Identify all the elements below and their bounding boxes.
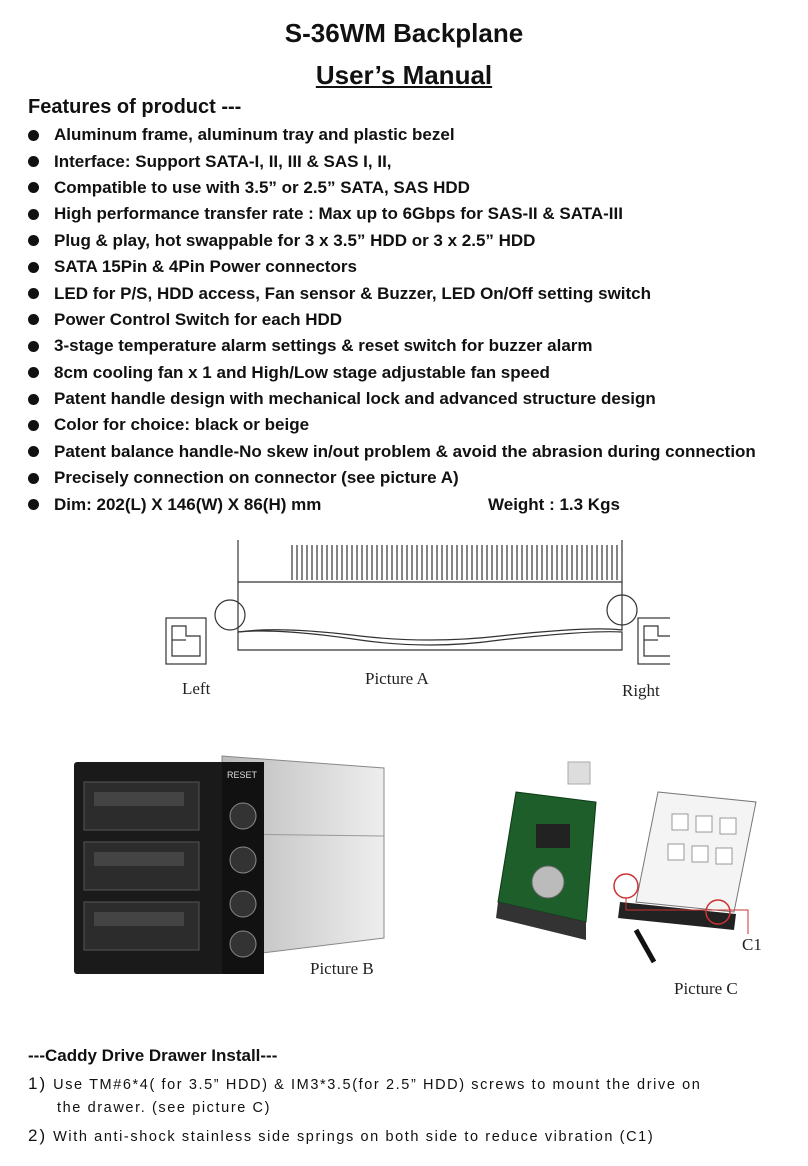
feature-text: 3-stage temperature alarm settings & res…	[54, 336, 593, 356]
hdd-power-button-icon	[229, 890, 257, 918]
step-text: Use TM#6*4( for 3.5” HDD) & IM3*3.5(for …	[53, 1077, 702, 1093]
feature-item: Patent balance handle-No skew in/out pro…	[28, 439, 798, 465]
feature-item: Patent handle design with mechanical loc…	[28, 386, 798, 412]
document-title: S-36WM Backplane	[284, 18, 524, 48]
feature-text: Precisely connection on connector (see p…	[54, 468, 459, 488]
feature-item: Aluminum frame, aluminum tray and plasti…	[28, 122, 798, 148]
bullet-icon	[28, 393, 39, 405]
install-step: 1) Use TM#6*4( for 3.5” HDD) & IM3*3.5(fo…	[28, 1074, 701, 1094]
install-heading: ---Caddy Drive Drawer Install---	[28, 1046, 278, 1065]
feature-item: Precisely connection on connector (see p…	[28, 465, 798, 491]
step-number: 1)	[28, 1074, 48, 1093]
bullet-icon	[28, 340, 39, 352]
hdd-power-button-icon	[229, 846, 257, 874]
bullet-icon	[28, 129, 39, 141]
c1-callout: C1	[742, 935, 762, 954]
dimensions-text: Dim: 202(L) X 146(W) X 86(H) mm	[54, 494, 322, 514]
picture-c-photo: C1 Picture C	[496, 761, 762, 998]
step-text: With anti-shock stainless side springs o…	[53, 1129, 655, 1145]
feature-text: Interface: Support SATA-I, II, III & SAS…	[54, 151, 392, 171]
hdd-power-button-icon	[229, 802, 257, 830]
picture-a-left-label: Left	[182, 679, 211, 698]
picture-a-right-label: Right	[622, 681, 660, 700]
document-subtitle: User’s Manual	[315, 60, 493, 90]
feature-text: Power Control Switch for each HDD	[54, 309, 343, 329]
feature-item: Compatible to use with 3.5” or 2.5” SATA…	[28, 175, 798, 201]
feature-item: High performance transfer rate : Max up …	[28, 201, 798, 227]
bullet-icon	[28, 499, 39, 511]
feature-item: Interface: Support SATA-I, II, III & SAS…	[28, 148, 798, 174]
picture-b-caption: Picture B	[310, 959, 374, 978]
bullet-icon	[28, 235, 39, 247]
features-list: Aluminum frame, aluminum tray and plasti…	[28, 122, 798, 518]
bullet-icon	[28, 261, 39, 273]
right-detail-box	[637, 617, 670, 665]
reset-label: RESET	[227, 770, 258, 780]
feature-item: SATA 15Pin & 4Pin Power connectors	[28, 254, 798, 280]
install-step: 2) With anti-shock stainless side springs…	[28, 1126, 654, 1146]
feature-text: LED for P/S, HDD access, Fan sensor & Bu…	[54, 283, 652, 303]
heatsink-fins-icon	[291, 545, 618, 580]
feature-text: Patent handle design with mechanical loc…	[54, 389, 656, 409]
feature-text: Plug & play, hot swappable for 3 x 3.5” …	[54, 230, 536, 250]
picture-a-caption: Picture A	[365, 669, 429, 688]
bezel-outline	[237, 581, 623, 641]
picture-c-caption: Picture C	[674, 979, 738, 998]
bullet-icon	[28, 156, 39, 168]
feature-text: Aluminum frame, aluminum tray and plasti…	[54, 125, 455, 145]
bullet-icon	[28, 446, 39, 458]
feature-item: 8cm cooling fan x 1 and High/Low stage a…	[28, 360, 798, 386]
features-heading: Features of product ---	[28, 96, 242, 118]
bullet-icon	[28, 472, 39, 484]
bullet-icon	[28, 419, 39, 431]
picture-b-photo: RESET Picture B	[74, 755, 385, 978]
feature-text: SATA 15Pin & 4Pin Power connectors	[54, 257, 357, 277]
bullet-icon	[28, 288, 39, 300]
feature-item: LED for P/S, HDD access, Fan sensor & Bu…	[28, 280, 798, 306]
feature-text: Compatible to use with 3.5” or 2.5” SATA…	[54, 177, 470, 197]
left-detail-box	[165, 617, 207, 665]
screw-detail-icon	[567, 761, 591, 785]
hdd-power-button-icon	[229, 930, 257, 958]
step-number: 2)	[28, 1126, 48, 1145]
feature-item-dimensions: Dim: 202(L) X 146(W) X 86(H) mm Weight : …	[28, 491, 798, 517]
feature-text: Patent balance handle-No skew in/out pro…	[54, 441, 756, 461]
bullet-icon	[28, 367, 39, 379]
feature-text: 8cm cooling fan x 1 and High/Low stage a…	[54, 362, 550, 382]
bullet-icon	[28, 208, 39, 220]
picture-a-drawing: Left Picture A Right	[165, 540, 670, 700]
hard-drive-pcb	[497, 791, 597, 923]
feature-item: 3-stage temperature alarm settings & res…	[28, 333, 798, 359]
feature-item: Power Control Switch for each HDD	[28, 307, 798, 333]
feature-item: Plug & play, hot swappable for 3 x 3.5” …	[28, 228, 798, 254]
feature-item: Color for choice: black or beige	[28, 412, 798, 438]
install-step-continued: the drawer. (see picture C)	[57, 1100, 272, 1116]
weight-text: Weight : 1.3 Kgs	[488, 494, 620, 514]
bullet-icon	[28, 314, 39, 326]
bullet-icon	[28, 182, 39, 194]
feature-text: Color for choice: black or beige	[54, 415, 310, 435]
feature-text: High performance transfer rate : Max up …	[54, 204, 623, 224]
